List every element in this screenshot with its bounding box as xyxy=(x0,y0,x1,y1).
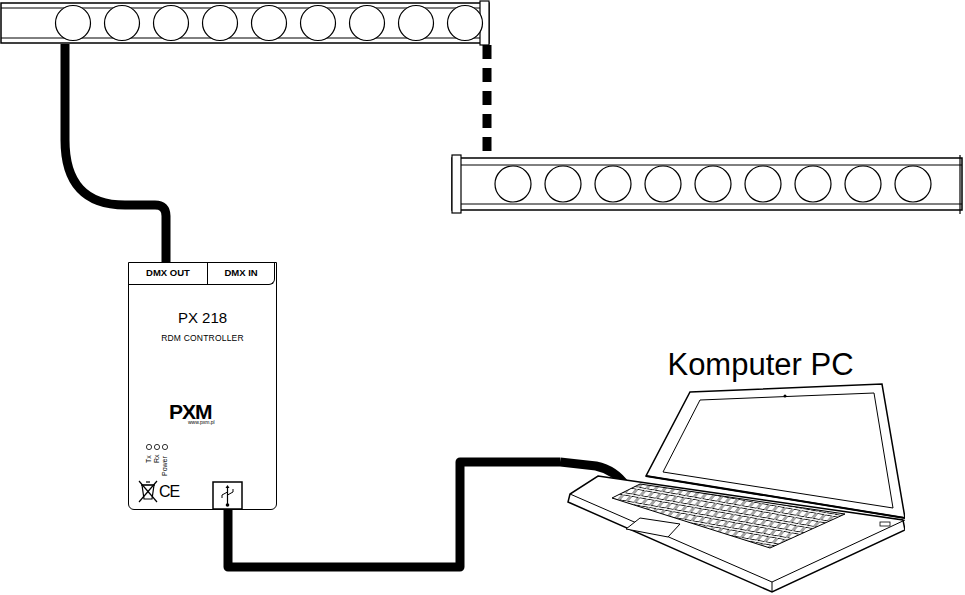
weee-bin-symbol xyxy=(139,481,157,502)
led-lens xyxy=(448,6,483,41)
led-lens xyxy=(399,6,434,41)
dmx-link-dashed xyxy=(483,45,492,158)
usb-cable xyxy=(228,462,560,567)
node-text: DMX IN xyxy=(208,263,274,283)
led-lens xyxy=(56,6,91,41)
status-leds xyxy=(146,444,167,449)
led-bar xyxy=(452,155,962,214)
port-label-box: DMX IN xyxy=(208,263,275,285)
led-lens xyxy=(545,166,581,202)
led-lens xyxy=(845,166,881,202)
dmx-cable xyxy=(65,44,166,262)
node-heading: Komputer PC xyxy=(616,347,905,383)
computer-node: Komputer PC xyxy=(560,345,905,595)
led-lens xyxy=(105,6,140,41)
led-lens xyxy=(645,166,681,202)
brand-logo: PXM xyxy=(169,401,212,422)
led-label: Rx xyxy=(153,454,160,463)
led-label: Tx xyxy=(145,455,152,463)
led-lens xyxy=(695,166,731,202)
led-lens xyxy=(252,6,287,41)
web-address: www.pxm.pl xyxy=(188,420,215,425)
led-lens xyxy=(895,166,931,202)
ce-mark: CE xyxy=(159,484,179,500)
led-lens xyxy=(795,166,831,202)
led-bar xyxy=(1,1,489,45)
led-lens xyxy=(203,6,238,41)
led-lens xyxy=(745,166,781,202)
node-text: PX 218 xyxy=(129,309,276,327)
usb-port xyxy=(213,482,242,509)
led-lens xyxy=(350,6,385,41)
controller-box: DMX OUTDMX IN PX 218RDM CONTROLLER xyxy=(128,262,277,510)
led-lens xyxy=(495,166,531,202)
led-lens xyxy=(595,166,631,202)
led-lens xyxy=(301,6,336,41)
node-text: RDM CONTROLLER xyxy=(129,333,276,344)
led-lens xyxy=(154,6,189,41)
port-label-box: DMX OUT xyxy=(129,263,208,285)
laptop-illustration xyxy=(560,345,905,595)
led-label: Power xyxy=(161,456,168,476)
node-text: DMX OUT xyxy=(129,263,207,283)
